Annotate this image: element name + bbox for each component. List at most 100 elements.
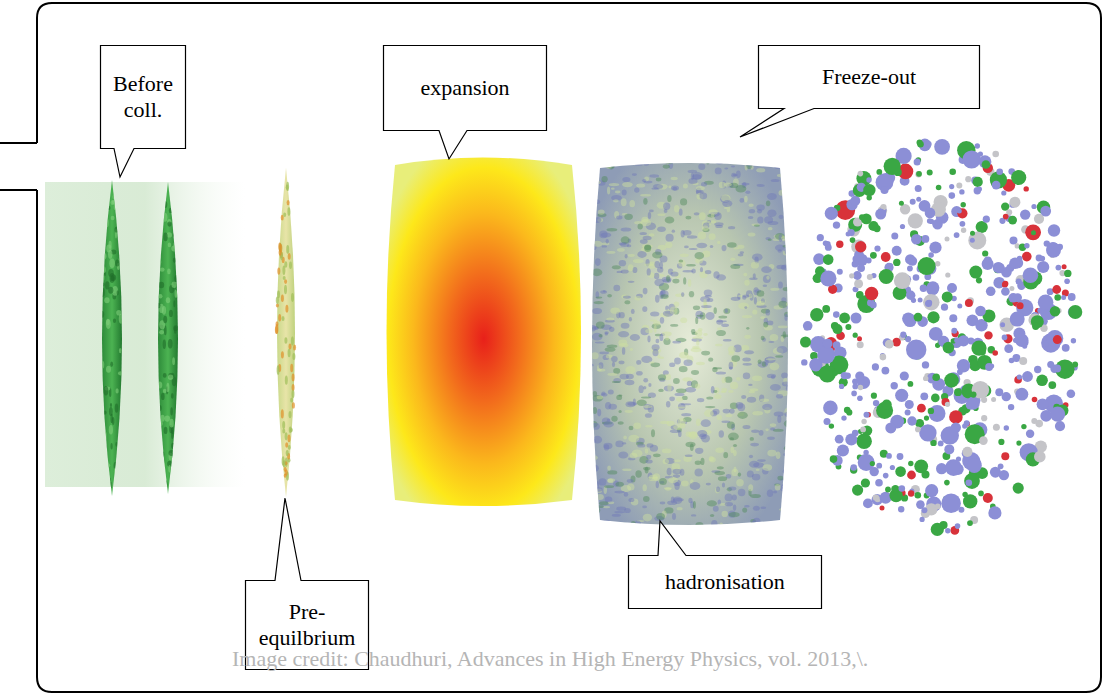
particle xyxy=(829,423,834,428)
particle xyxy=(851,391,857,397)
particle xyxy=(934,139,950,155)
particle xyxy=(1016,388,1029,401)
texture-dot xyxy=(746,327,749,330)
texture-dot xyxy=(743,373,750,380)
texture-dot xyxy=(588,415,592,420)
texture-dot xyxy=(286,182,289,191)
texture-dot xyxy=(752,162,760,165)
particle xyxy=(975,306,986,317)
particle xyxy=(914,313,923,322)
texture-dot xyxy=(621,227,632,231)
particle xyxy=(967,397,980,410)
texture-dot xyxy=(636,360,641,365)
texture-dot xyxy=(628,254,635,257)
particle xyxy=(913,274,920,281)
texture-dot xyxy=(783,331,786,338)
texture-dot xyxy=(734,467,737,473)
particle xyxy=(1009,197,1020,208)
texture-dot xyxy=(750,437,754,441)
texture-dot xyxy=(691,514,696,516)
texture-dot xyxy=(786,302,792,307)
texture-dot xyxy=(639,385,644,393)
particle xyxy=(944,444,954,454)
texture-dot xyxy=(644,263,653,266)
texture-dot xyxy=(671,177,678,180)
texture-dot xyxy=(743,162,750,165)
particle xyxy=(881,186,889,194)
texture-dot xyxy=(765,428,768,431)
texture-dot xyxy=(109,425,113,435)
texture-dot xyxy=(648,383,651,387)
texture-dot xyxy=(121,262,123,269)
texture-dot xyxy=(629,317,632,321)
texture-dot xyxy=(589,180,598,184)
texture-dot xyxy=(711,220,717,223)
texture-dot xyxy=(716,320,723,325)
particle xyxy=(908,490,914,496)
particle xyxy=(941,494,961,514)
texture-dot xyxy=(166,297,170,303)
texture-dot xyxy=(733,505,736,511)
texture-dot xyxy=(591,352,599,359)
texture-dot xyxy=(171,246,176,252)
texture-dot xyxy=(728,486,736,490)
texture-dot xyxy=(277,268,280,275)
texture-dot xyxy=(710,245,714,248)
particle xyxy=(1002,335,1008,341)
particle xyxy=(900,224,905,229)
texture-dot xyxy=(757,216,763,223)
particle xyxy=(920,517,925,522)
particle xyxy=(873,400,879,406)
texture-dot xyxy=(667,421,675,427)
texture-dot xyxy=(695,522,703,529)
callout-outline-path xyxy=(740,46,980,138)
texture-dot xyxy=(727,242,737,248)
texture-dot xyxy=(778,249,782,253)
particle xyxy=(975,143,980,148)
texture-dot xyxy=(701,458,705,465)
particle xyxy=(919,424,936,441)
texture-dot xyxy=(612,514,621,517)
texture-dot xyxy=(632,449,643,457)
particle xyxy=(973,177,983,187)
texture-dot xyxy=(766,200,770,206)
texture-dot xyxy=(627,479,634,483)
texture-dot xyxy=(724,167,728,169)
texture-dot xyxy=(740,251,745,254)
texture-dot xyxy=(119,243,122,249)
particle xyxy=(966,479,973,486)
texture-dot xyxy=(666,401,670,408)
texture-dot xyxy=(691,370,699,375)
texture-dot xyxy=(173,300,175,307)
particle xyxy=(866,177,871,182)
texture-dot xyxy=(638,224,643,230)
particle xyxy=(1036,375,1048,387)
particle xyxy=(891,233,898,240)
particle xyxy=(1067,389,1076,398)
texture-dot xyxy=(643,378,648,382)
texture-dot xyxy=(766,358,776,360)
texture-dot xyxy=(643,198,647,205)
texture-dot xyxy=(762,404,772,410)
texture-dot xyxy=(625,410,633,413)
texture-dot xyxy=(741,183,749,186)
texture-dot xyxy=(629,200,635,207)
particle xyxy=(1011,170,1026,185)
texture-dot xyxy=(612,381,621,383)
texture-dot xyxy=(630,334,640,341)
texture-dot xyxy=(675,159,680,162)
texture-dot xyxy=(590,201,597,207)
texture-dot xyxy=(732,495,737,501)
texture-dot xyxy=(171,443,175,449)
stage-label: expansion xyxy=(420,75,509,101)
texture-dot xyxy=(172,282,177,288)
texture-dot xyxy=(768,221,779,225)
particle xyxy=(923,294,939,310)
texture-dot xyxy=(667,468,672,476)
texture-dot xyxy=(665,336,669,340)
texture-dot xyxy=(602,245,608,247)
texture-dot xyxy=(591,199,600,204)
particle xyxy=(967,520,973,526)
texture-dot xyxy=(593,159,598,166)
texture-dot xyxy=(689,248,698,250)
